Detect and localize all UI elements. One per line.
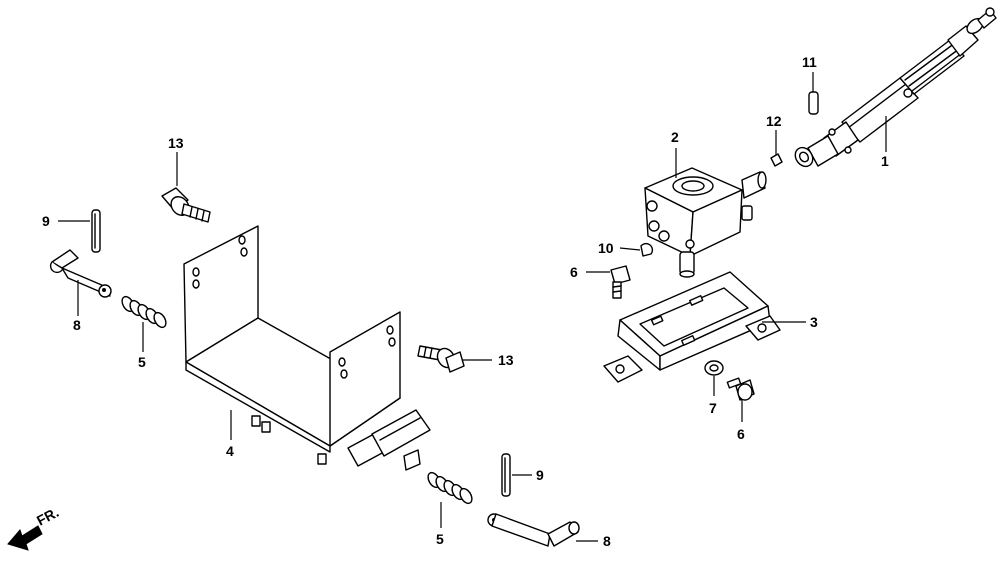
callout-3: 3 — [810, 314, 818, 330]
callout-10: 10 — [598, 240, 614, 256]
callout-8b: 8 — [603, 533, 611, 549]
leader-lines — [58, 72, 887, 542]
callout-labels: 1 2 3 4 5 5 6 6 7 8 8 9 9 10 11 12 13 13 — [42, 54, 889, 549]
direction-arrow: FR. — [7, 504, 61, 551]
callout-13b: 13 — [498, 352, 514, 368]
callout-13a: 13 — [168, 135, 184, 151]
part-bolt-6-upper — [610, 265, 631, 299]
part-bolt-6-lower — [726, 377, 755, 401]
part-pin-11 — [808, 91, 819, 115]
callout-4: 4 — [226, 443, 234, 459]
part-bracket-3 — [603, 271, 781, 383]
part-frame-4 — [183, 225, 431, 471]
callout-5a: 5 — [138, 354, 146, 370]
callout-1: 1 — [881, 153, 889, 169]
callout-9b: 9 — [536, 467, 544, 483]
direction-arrow-label: FR. — [34, 504, 61, 529]
callout-8a: 8 — [73, 317, 81, 333]
part-key-10 — [640, 242, 654, 257]
part-pin-9-lower — [501, 453, 511, 497]
callout-12: 12 — [766, 113, 782, 129]
callout-6b: 6 — [737, 426, 745, 442]
part-bolt-13-upper — [161, 187, 211, 223]
part-gearbox — [644, 167, 767, 278]
part-lpin-8-upper — [49, 249, 112, 298]
callout-11: 11 — [802, 54, 817, 70]
part-spring-5-lower — [427, 471, 473, 505]
part-steering-shaft — [794, 7, 997, 168]
part-washer-7 — [704, 360, 724, 376]
part-bolt-13-lower — [417, 345, 465, 373]
part-lpin-8-lower — [487, 513, 580, 547]
part-key-12 — [770, 153, 783, 167]
callout-6a: 6 — [570, 264, 578, 280]
callout-9a: 9 — [42, 213, 50, 229]
callout-2: 2 — [671, 129, 679, 145]
callout-5b: 5 — [436, 531, 444, 547]
part-pin-9-upper — [91, 209, 101, 253]
callout-7: 7 — [709, 400, 717, 416]
part-spring-5-upper — [121, 295, 167, 329]
